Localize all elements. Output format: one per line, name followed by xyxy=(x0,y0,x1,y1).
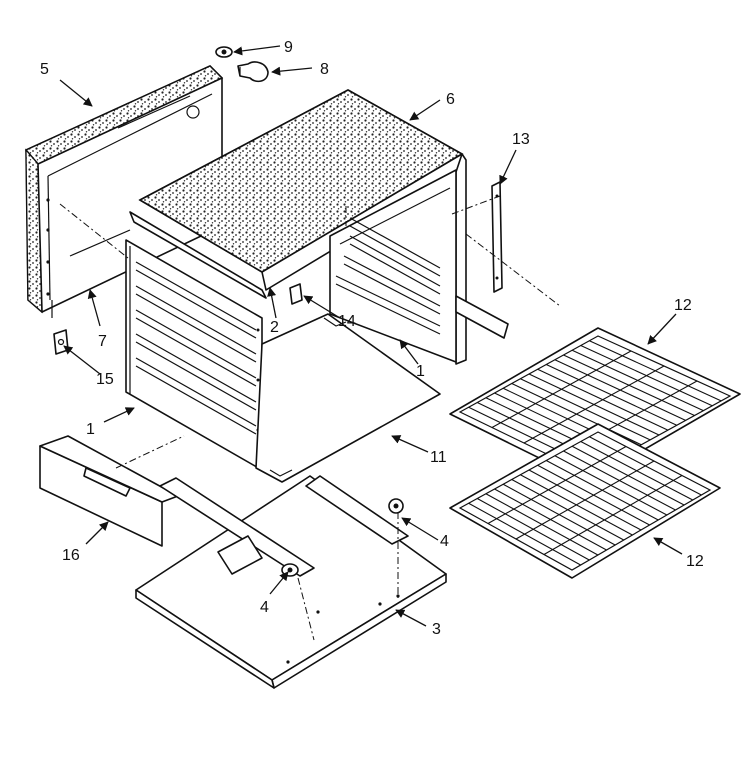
left-rack-guides xyxy=(135,261,257,435)
front-trim-piece xyxy=(39,435,179,547)
rack-cross-wire xyxy=(515,460,655,540)
callout-6: 6 xyxy=(446,91,455,108)
oven-cavity-wrapper xyxy=(129,89,509,365)
base-frame xyxy=(135,475,447,689)
callout-16: 16 xyxy=(62,547,80,564)
callout-4-rear: 4 xyxy=(440,533,449,550)
rack-cross-wire xyxy=(543,475,683,555)
callout-13: 13 xyxy=(512,131,530,148)
oven-rack-lower xyxy=(449,423,721,579)
rack-cross-wire xyxy=(487,446,627,524)
callout-15: 15 xyxy=(96,371,114,388)
callout-2: 2 xyxy=(270,319,279,336)
rack-cross-wire xyxy=(523,365,665,444)
light-bulb xyxy=(237,61,269,83)
callout-1-right: 1 xyxy=(416,363,425,380)
callout-labels: 5 9 8 6 13 7 2 14 15 1 1 12 12 11 16 4 4… xyxy=(40,39,704,638)
callout-7: 7 xyxy=(98,333,107,350)
assembly-guide-lines xyxy=(59,195,561,641)
roller-foot-front xyxy=(281,563,299,577)
callout-3: 3 xyxy=(432,621,441,638)
lamp-clip xyxy=(289,283,303,305)
rack-side-panel-left xyxy=(125,239,263,471)
roller-foot-rear xyxy=(388,498,404,514)
callout-11: 11 xyxy=(430,449,447,466)
cavity-rack-guides-right xyxy=(335,217,441,335)
bracket-small xyxy=(53,329,69,355)
callout-14: 14 xyxy=(338,313,356,330)
callout-9: 9 xyxy=(284,39,293,56)
callout-12-upper: 12 xyxy=(674,297,692,314)
oven-bottom-panel xyxy=(255,313,441,483)
rack-cross-wire xyxy=(491,350,632,428)
callout-5: 5 xyxy=(40,61,49,78)
side-panel-insulated xyxy=(24,65,224,318)
callout-8: 8 xyxy=(320,61,329,78)
callout-1-left: 1 xyxy=(86,421,95,438)
lamp-socket xyxy=(215,46,233,58)
rear-support-bracket xyxy=(491,181,503,293)
callout-12-lower: 12 xyxy=(686,553,704,570)
callout-4-front: 4 xyxy=(260,599,269,616)
callout-leaders xyxy=(59,45,683,627)
